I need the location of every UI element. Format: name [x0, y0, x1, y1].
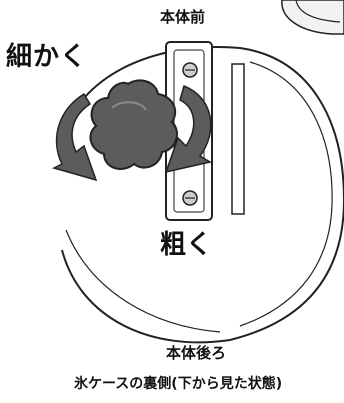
- case-bottom-rim: [65, 229, 221, 333]
- case-outline: [59, 46, 344, 344]
- adjustment-knob: [89, 79, 178, 170]
- rotate-right-arrow: [164, 84, 212, 174]
- case-inner-rim: [239, 61, 333, 327]
- knob-highlight: [111, 101, 147, 111]
- back-label: 本体後ろ: [166, 344, 227, 362]
- corner-rim-inner: [295, 0, 341, 23]
- fine-label: 細かく: [6, 42, 88, 72]
- rotate-left-arrow: [51, 92, 98, 182]
- caption-text: 氷ケースの裏側(下から見た状態): [74, 376, 283, 392]
- coarse-label: 粗く: [160, 230, 213, 260]
- front-label: 本体前: [160, 8, 206, 26]
- screw-bottom: [182, 190, 198, 206]
- screw-top: [182, 62, 198, 78]
- support-rail: [231, 63, 245, 215]
